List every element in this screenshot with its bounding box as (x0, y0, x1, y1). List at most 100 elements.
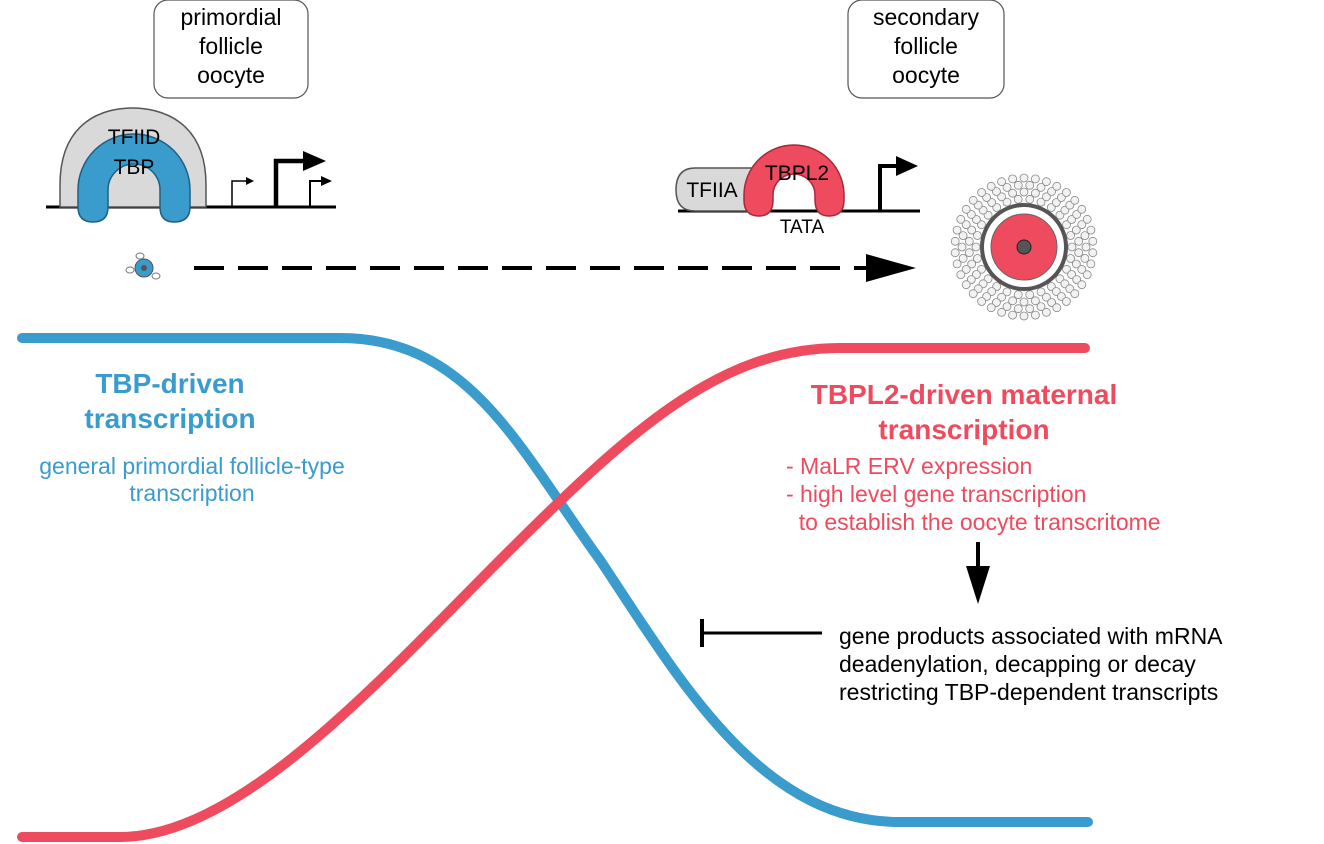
granulosa-cell (1042, 177, 1051, 187)
granulosa-cell (1077, 264, 1087, 274)
granulosa-cell (1036, 182, 1046, 192)
granulosa-cell (968, 289, 978, 299)
secondary-follicle-icon (950, 173, 1098, 321)
granulosa-cell (1080, 253, 1090, 263)
granulosa-cell (958, 253, 968, 263)
inhibition-arrow (700, 619, 822, 647)
granulosa-cell (961, 220, 971, 230)
granulosa-cell (1082, 270, 1092, 280)
secondary-stage-label: secondary follicle oocyte (847, 0, 1005, 99)
granulosa-cell (957, 242, 967, 252)
granulosa-cell (997, 177, 1006, 187)
granulosa-cell (1013, 290, 1023, 300)
granulosa-cell (1080, 231, 1090, 241)
tbp-driven-text-block: TBP-driven transcription general primord… (39, 368, 345, 506)
tbpl2-bullet-2: - high level gene transcription (786, 481, 1086, 507)
granulosa-cell (1008, 188, 1017, 198)
granulosa-cell (1071, 259, 1081, 269)
tbp-desc-line-2: transcription (129, 480, 254, 506)
tbpl2-bullet-1: - MaLR ERV expression (786, 453, 1032, 479)
granulosa-cell (1047, 298, 1056, 307)
tfiid-label: TFIID (108, 126, 161, 149)
granulosa-cell (967, 259, 977, 269)
granulosa-cell (1008, 174, 1017, 184)
tbp-desc-line-1: general primordial follicle-type (39, 453, 345, 479)
granulosa-cell (1036, 197, 1046, 207)
granulosa-cell (1074, 248, 1084, 258)
granulosa-cell (992, 187, 1001, 196)
granulosa-cell (1036, 302, 1046, 312)
progression-arrow-head (866, 254, 916, 282)
granulosa-cell (1071, 225, 1081, 235)
granulosa-cell (1031, 188, 1040, 198)
granulosa-cell (1013, 194, 1023, 204)
primordial-stage-box (153, 0, 309, 99)
granulosa-cell (950, 248, 960, 258)
granulosa-cell (1086, 259, 1096, 269)
granulosa-cell-layers (950, 173, 1098, 321)
granulosa-cell (1067, 242, 1077, 252)
secondary-line-2: follicle (894, 33, 958, 59)
granulosa-cell (1008, 310, 1017, 320)
primordial-stage-label: primordial follicle oocyte (153, 0, 309, 99)
primordial-line-1: primordial (181, 4, 282, 30)
granulosa-cell (952, 225, 962, 235)
granulosa-cell (1019, 173, 1029, 183)
granulosa-cell (1019, 311, 1029, 321)
granulosa-cell (1042, 292, 1051, 302)
granulosa-cell (961, 280, 971, 290)
tss-arrow-large (273, 158, 308, 207)
granulosa-cell (1031, 310, 1040, 320)
granulosa-cell (1066, 231, 1075, 240)
granulosa-cell (1008, 296, 1017, 306)
granulosa-cell (1031, 174, 1040, 184)
granulosa-cell (952, 259, 962, 269)
tbp-expression-curve (17, 333, 1093, 827)
granulosa-cell (961, 264, 971, 274)
granulosa-cell (958, 231, 968, 241)
granulosa-cell (1025, 194, 1035, 204)
granulosa-cell (1002, 287, 1012, 297)
secondary-stage-box (847, 0, 1005, 99)
gene-products-line-1: gene products associated with mRNA (839, 623, 1223, 649)
granulosa-cell (1025, 180, 1035, 190)
tss-arrow-small-1 (231, 180, 246, 207)
granulosa-cell (1062, 188, 1071, 197)
granulosa-cell (1070, 195, 1080, 205)
tfiia-label: TFIIA (686, 179, 737, 202)
granulosa-cell (1062, 297, 1071, 306)
tfiia-shape (675, 167, 753, 212)
granulosa-cell (1062, 264, 1071, 274)
tbpl2-horseshoe (743, 144, 845, 217)
oocyte-nucleus (1016, 239, 1032, 255)
secondary-line-3: oocyte (892, 62, 960, 88)
tss-arrow-tbpl2-head (896, 156, 918, 176)
granulosa-cell (1062, 220, 1071, 230)
granulosa-cell (1002, 302, 1012, 312)
tfiid-tbp-promoter-complex: TFIID TBP (46, 107, 336, 223)
granulosa-cell (997, 192, 1006, 202)
granulosa-cell (1019, 187, 1029, 197)
granulosa-cell (967, 225, 977, 235)
granulosa-cell (997, 292, 1006, 302)
granulosa-cell (1074, 236, 1084, 246)
tbpl2-label: TBPL2 (765, 162, 829, 185)
granulosa-cell (977, 220, 986, 230)
granulosa-cell (1036, 287, 1046, 297)
down-arrow (966, 542, 990, 604)
primordial-line-2: follicle (199, 33, 263, 59)
granulosa-cell (1013, 180, 1023, 190)
granulosa-cell (1077, 280, 1087, 290)
granulosa-cell (1031, 296, 1040, 306)
tbp-title-line-1: TBP-driven (95, 368, 244, 399)
granulosa-cell (977, 297, 986, 306)
granulosa-cell (1042, 192, 1051, 202)
granulosa-cell (986, 181, 996, 191)
granulosa-cell (964, 236, 974, 246)
granulosa-cell (1088, 248, 1098, 258)
granulosa-cell (1066, 254, 1075, 263)
tss-arrow-tbpl2 (878, 164, 900, 211)
tbp-label: TBP (114, 156, 155, 179)
granulosa-cell (1081, 242, 1091, 252)
